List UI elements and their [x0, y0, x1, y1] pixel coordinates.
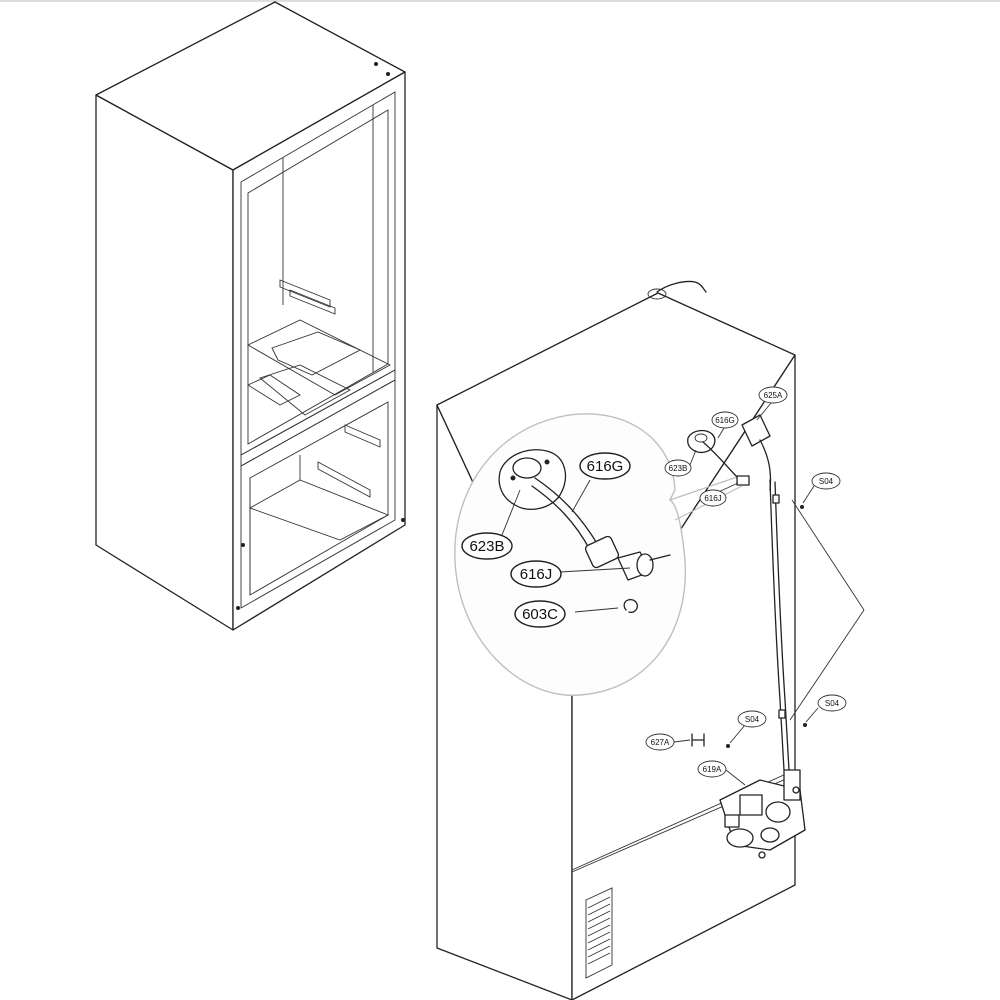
tube-clamp — [772, 494, 780, 504]
detail-magnifier — [454, 413, 743, 696]
callout-label: 627A — [651, 738, 670, 747]
cabinet-front-face — [232, 71, 406, 631]
part-603C-clip-detail — [623, 598, 638, 614]
callout-label: 616J — [704, 494, 721, 503]
callout-label: S04 — [825, 699, 840, 708]
screw — [374, 62, 378, 66]
callout-label: 603C — [522, 606, 558, 623]
part-625A-bracket — [741, 414, 771, 447]
callout-label: 623B — [669, 464, 688, 473]
callout-label: 616G — [715, 416, 735, 425]
callout-623B-detail: 623B — [461, 532, 513, 560]
callout-616G-detail: 616G — [579, 452, 631, 480]
callout-616J: 616J — [699, 489, 727, 507]
freezer-opening-frame — [240, 379, 396, 609]
callout-S04-left: S04 — [737, 710, 767, 728]
vent-grille — [585, 887, 613, 979]
callout-616G: 616G — [711, 411, 739, 429]
power-cord — [656, 280, 707, 293]
callout-619A: 619A — [697, 760, 727, 778]
callout-label: 616J — [520, 566, 553, 583]
callout-label: S04 — [819, 477, 834, 486]
callout-625A: 625A — [758, 386, 788, 404]
callout-603C-detail: 603C — [514, 600, 566, 628]
callout-label: 625A — [764, 391, 783, 400]
part-616J-coupling-detail — [584, 535, 671, 581]
part-616J-coupling — [736, 475, 750, 486]
drawer-slide — [317, 461, 371, 498]
part-623B-grommet-detail — [498, 449, 567, 510]
callout-616J-detail: 616J — [510, 560, 562, 588]
callout-label: 619A — [703, 765, 722, 774]
cabinet-left-side — [95, 94, 234, 631]
front-cabinet — [95, 1, 406, 631]
callout-label: S04 — [745, 715, 760, 724]
part-627A-clip — [691, 733, 705, 747]
part-619A-water-valve — [719, 769, 806, 859]
callout-label: 623B — [469, 538, 504, 555]
water-supply-line — [769, 479, 785, 771]
callout-S04-right: S04 — [817, 694, 847, 712]
water-line-assembly — [673, 402, 865, 859]
callout-627A: 627A — [645, 733, 675, 751]
callout-label: 616G — [587, 458, 624, 475]
shelf-rail-upper — [279, 279, 331, 308]
callout-623B: 623B — [664, 459, 692, 477]
top-grommet — [647, 288, 667, 300]
part-616G-tube-detail — [534, 477, 599, 546]
screw-s04 — [800, 505, 804, 509]
callout-S04-upper: S04 — [811, 472, 841, 490]
